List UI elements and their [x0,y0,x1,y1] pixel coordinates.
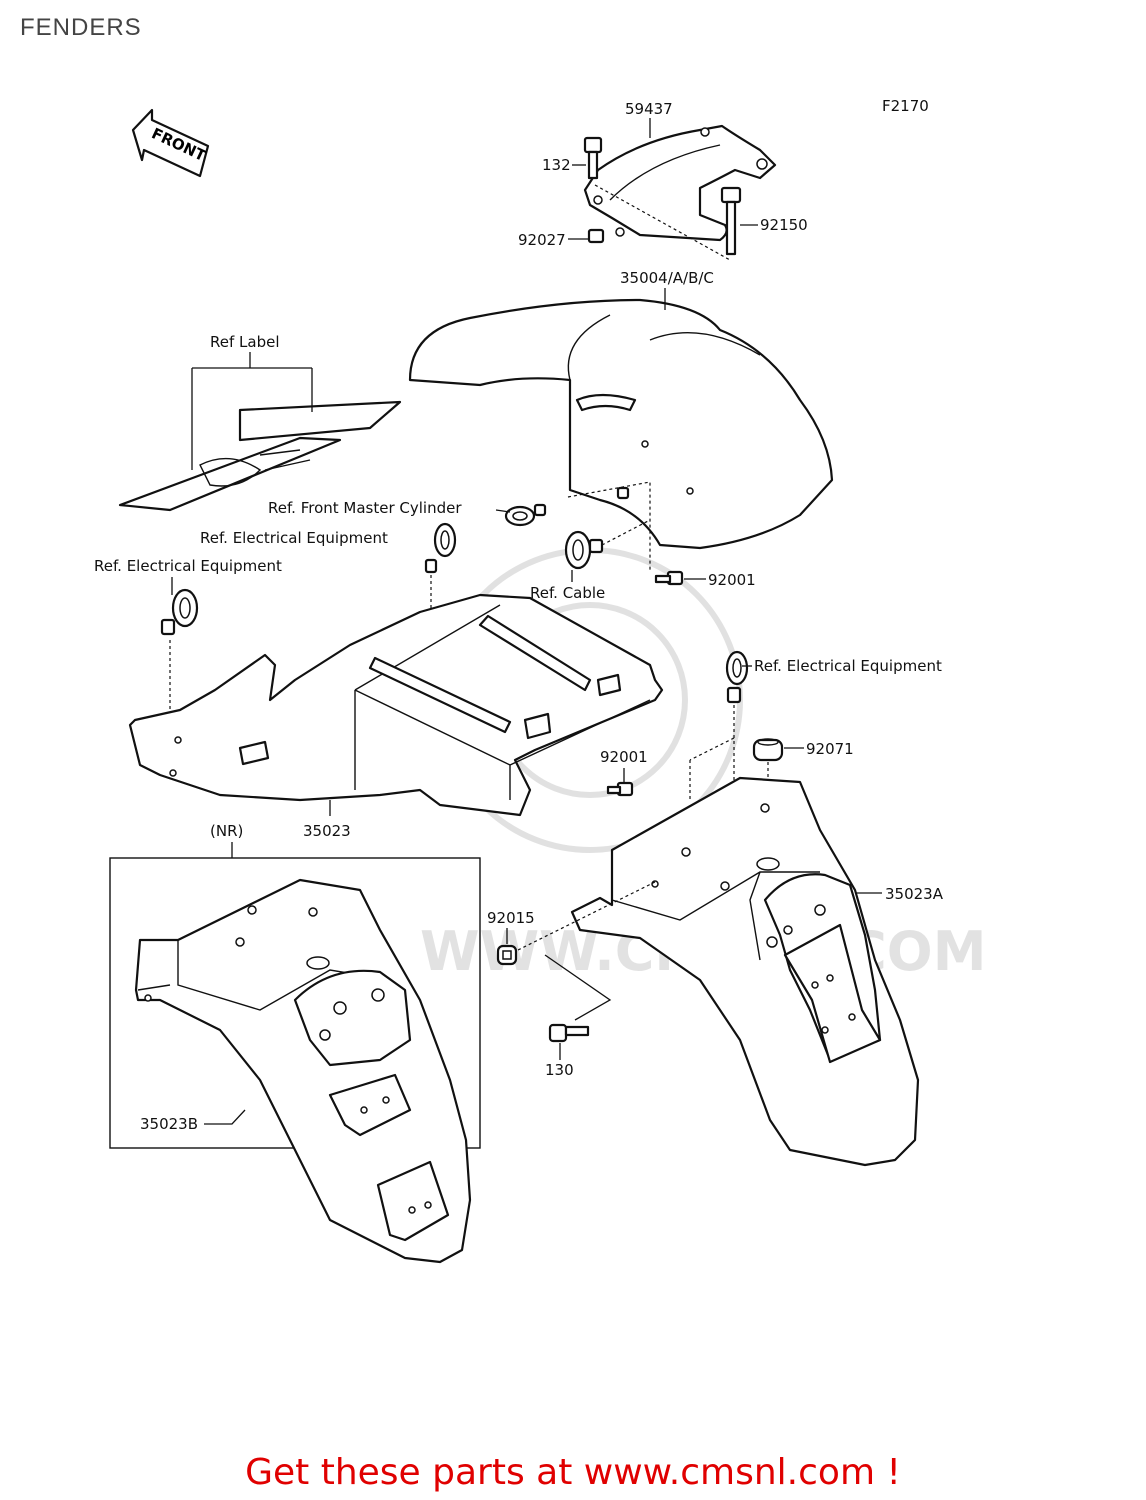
cable-guide-icon [564,486,630,570]
label-92150: 92150 [760,216,808,234]
front-fender-35004 [408,298,834,550]
bolt-92001-a-icon [654,570,684,586]
label-132: 132 [542,156,571,174]
label-92001-b: 92001 [600,748,648,766]
clamp-master-cylinder-icon [504,503,547,527]
clamp-electrical-1-icon [424,522,457,574]
label-ref-electrical-1: Ref. Electrical Equipment [200,529,388,547]
label-130: 130 [545,1061,574,1079]
nut-92015-icon [496,944,518,966]
front-arrow-icon: FRONT [131,108,209,178]
bolt-132-icon [583,136,603,180]
footer-cta[interactable]: Get these parts at www.cmsnl.com ! [245,1452,901,1493]
label-ref-electrical-2: Ref. Electrical Equipment [94,557,282,575]
figure-code: F2170 [882,97,929,115]
clamp-electrical-2-icon [160,588,199,636]
page-title: FENDERS [20,14,142,41]
label-ref-cable: Ref. Cable [530,584,605,602]
label-35023b: 35023B [140,1115,198,1133]
rear-fender-35023a [570,776,920,1167]
label-ref-electrical-3: Ref. Electrical Equipment [754,657,942,675]
label-35023: 35023 [303,822,351,840]
label-nr: (NR) [210,822,243,840]
label-ref-label: Ref Label [210,333,280,351]
bolt-130-icon [548,1023,590,1043]
inner-fender-35023 [128,593,664,817]
label-92015: 92015 [487,909,535,927]
label-92027: 92027 [518,231,566,249]
grommet-92071-icon [752,738,784,762]
bracket-59437 [583,124,777,242]
clamp-electrical-3-icon [725,650,749,704]
label-59437: 59437 [625,100,673,118]
bolt-92150-icon [720,186,742,256]
label-35023a: 35023A [885,885,944,903]
bolt-92001-b-icon [606,781,634,797]
nut-92027-icon [587,228,605,244]
fenders-exploded-diagram: WWW.CMSNL.COM F2170 FRONT 59437 132 9202… [94,97,986,1264]
label-35004: 35004/A/B/C [620,269,714,287]
label-92071: 92071 [806,740,854,758]
label-ref-front-master-cylinder: Ref. Front Master Cylinder [268,499,462,517]
rear-fender-35023b [134,878,472,1264]
label-92001-a: 92001 [708,571,756,589]
ref-label-decals [118,400,402,512]
